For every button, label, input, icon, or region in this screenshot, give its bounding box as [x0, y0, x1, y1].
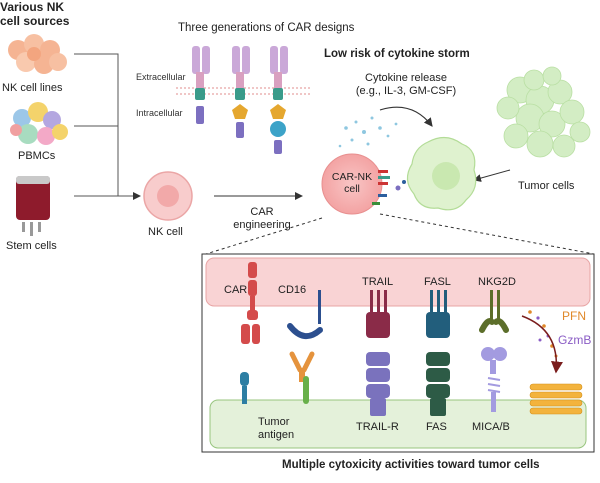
nk-membrane [205, 257, 591, 307]
cd16-receptor [287, 290, 323, 339]
car-designs-title: Three generations of CAR designs [178, 22, 355, 34]
trail-label: TRAIL [362, 276, 394, 288]
trail-receptor [366, 290, 390, 338]
sources-title: Various NK cell sources [0, 0, 70, 29]
pbmcs-illustration [10, 102, 68, 145]
car-engineering-line1: CAR [250, 206, 274, 218]
stem-cells-bag-icon [16, 176, 50, 236]
car-nk-cell-illustration [321, 153, 406, 215]
cytokine-release-label: Cytokine release (e.g., IL-3, GM-CSF) [346, 72, 466, 97]
zoom-line-right [379, 213, 595, 255]
cytokine-dots [338, 116, 398, 148]
stem-cells-label: Stem cells [6, 240, 57, 252]
cytokine-release-arrow [379, 106, 433, 127]
car-nk-line2: cell [344, 183, 360, 196]
sources-connector [74, 53, 140, 196]
tumor-antigen-shape [240, 372, 249, 404]
fasl-label: FASL [424, 276, 451, 288]
pfn-label: PFN [562, 309, 586, 323]
mica-b-shape [481, 347, 507, 412]
fas-shape [426, 352, 450, 416]
extracellular-label: Extracellular [136, 72, 186, 82]
cd16-label: CD16 [278, 284, 307, 296]
car-nk-label: CAR-NK cell [326, 171, 378, 195]
mica-b-label: MICA/B [472, 421, 510, 433]
trail-r-label: TRAIL-R [356, 421, 399, 433]
tumor-antigen-line1: Tumor [258, 416, 290, 428]
trail-r-shape [366, 352, 390, 416]
car-engineering-line2: engineering [233, 218, 291, 231]
zoom-line-left [205, 217, 323, 255]
cytokine-storm-title: Low risk of cytokine storm [324, 48, 470, 60]
fasl-receptor [426, 290, 450, 338]
granule-arrow [521, 315, 563, 374]
pbmcs-label: PBMCs [18, 150, 56, 162]
car-receptor [241, 262, 260, 344]
nk-cell-lines-label: NK cell lines [2, 82, 63, 94]
tumor-antigen-label: Tumor antigen [258, 416, 294, 441]
tumor-arrow [473, 169, 511, 182]
antibody-shape [289, 351, 315, 404]
car-generation-2 [232, 46, 250, 138]
tumor-antigen-line2: antigen [258, 428, 295, 441]
tumor-cells-illustration [496, 66, 591, 158]
cytokine-release-line1: Cytokine release [365, 72, 447, 84]
fas-label: FAS [426, 421, 447, 433]
figure-caption: Multiple cytoxicity activities toward tu… [282, 459, 540, 471]
car-generation-1 [192, 46, 210, 124]
car-generation-3 [270, 46, 288, 154]
nkg2d-receptor [479, 290, 509, 333]
nk-cell-illustration [143, 171, 193, 221]
nk-cell-label: NK cell [148, 226, 183, 238]
gzmb-label: GzmB [558, 333, 592, 347]
target-tumor-cell [406, 136, 477, 211]
sources-title-line2: cell sources [0, 13, 70, 28]
perforin-pore [529, 383, 583, 415]
tumor-cells-label: Tumor cells [518, 180, 575, 192]
car-nk-line1: CAR-NK [331, 171, 373, 183]
nkg2d-label: NKG2D [478, 276, 516, 288]
cytokine-release-line2: (e.g., IL-3, GM-CSF) [355, 84, 457, 97]
car-engineering-label: CAR engineering [232, 206, 292, 231]
nk-cell-lines-illustration [8, 34, 67, 74]
sources-title-line1: Various NK [0, 0, 65, 14]
intracellular-label: Intracellular [136, 108, 183, 118]
car-receptor-label: CAR [224, 284, 248, 296]
